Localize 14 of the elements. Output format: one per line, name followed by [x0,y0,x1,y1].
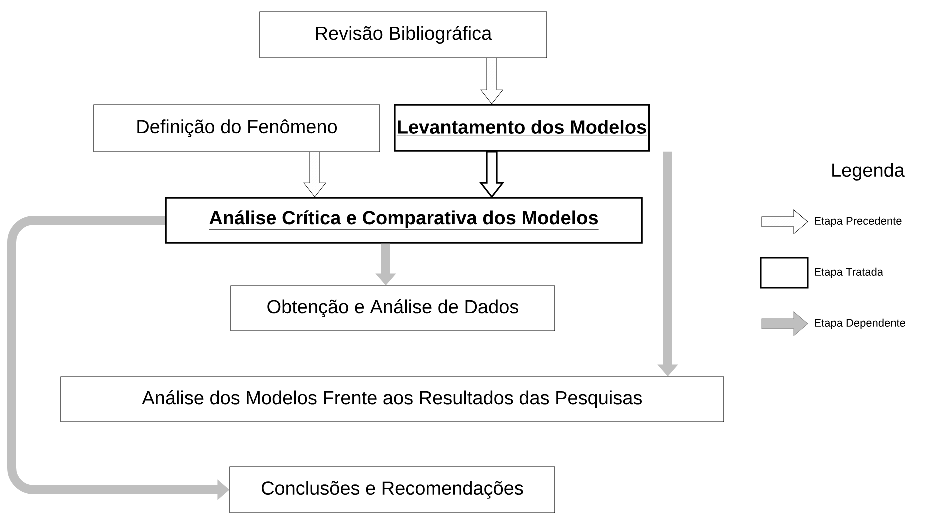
outlined-arrow [479,151,505,198]
legend-text: Etapa Dependente [815,318,906,330]
legend-text: Etapa Precedente [815,216,902,228]
legend-title: Legenda [832,163,905,181]
highlighted-step-box: Análise Crítica e Comparativa dos Modelos [165,197,643,244]
legend-text: Etapa Tratada [815,268,884,278]
hatched-arrow [480,58,504,104]
hatched-arrow [304,152,326,198]
step-box: Conclusões e Recomendações [230,466,556,514]
step-box: Definição do Fenômeno [94,104,380,152]
highlighted-step-box: Levantamento dos Modelos [394,104,650,152]
step-box: Obtenção e Análise de Dados [230,286,556,332]
step-box: Análise dos Modelos Frente aos Resultados das Pesquisas [60,376,724,422]
step-box: Revisão Bibliográfica [260,12,548,58]
